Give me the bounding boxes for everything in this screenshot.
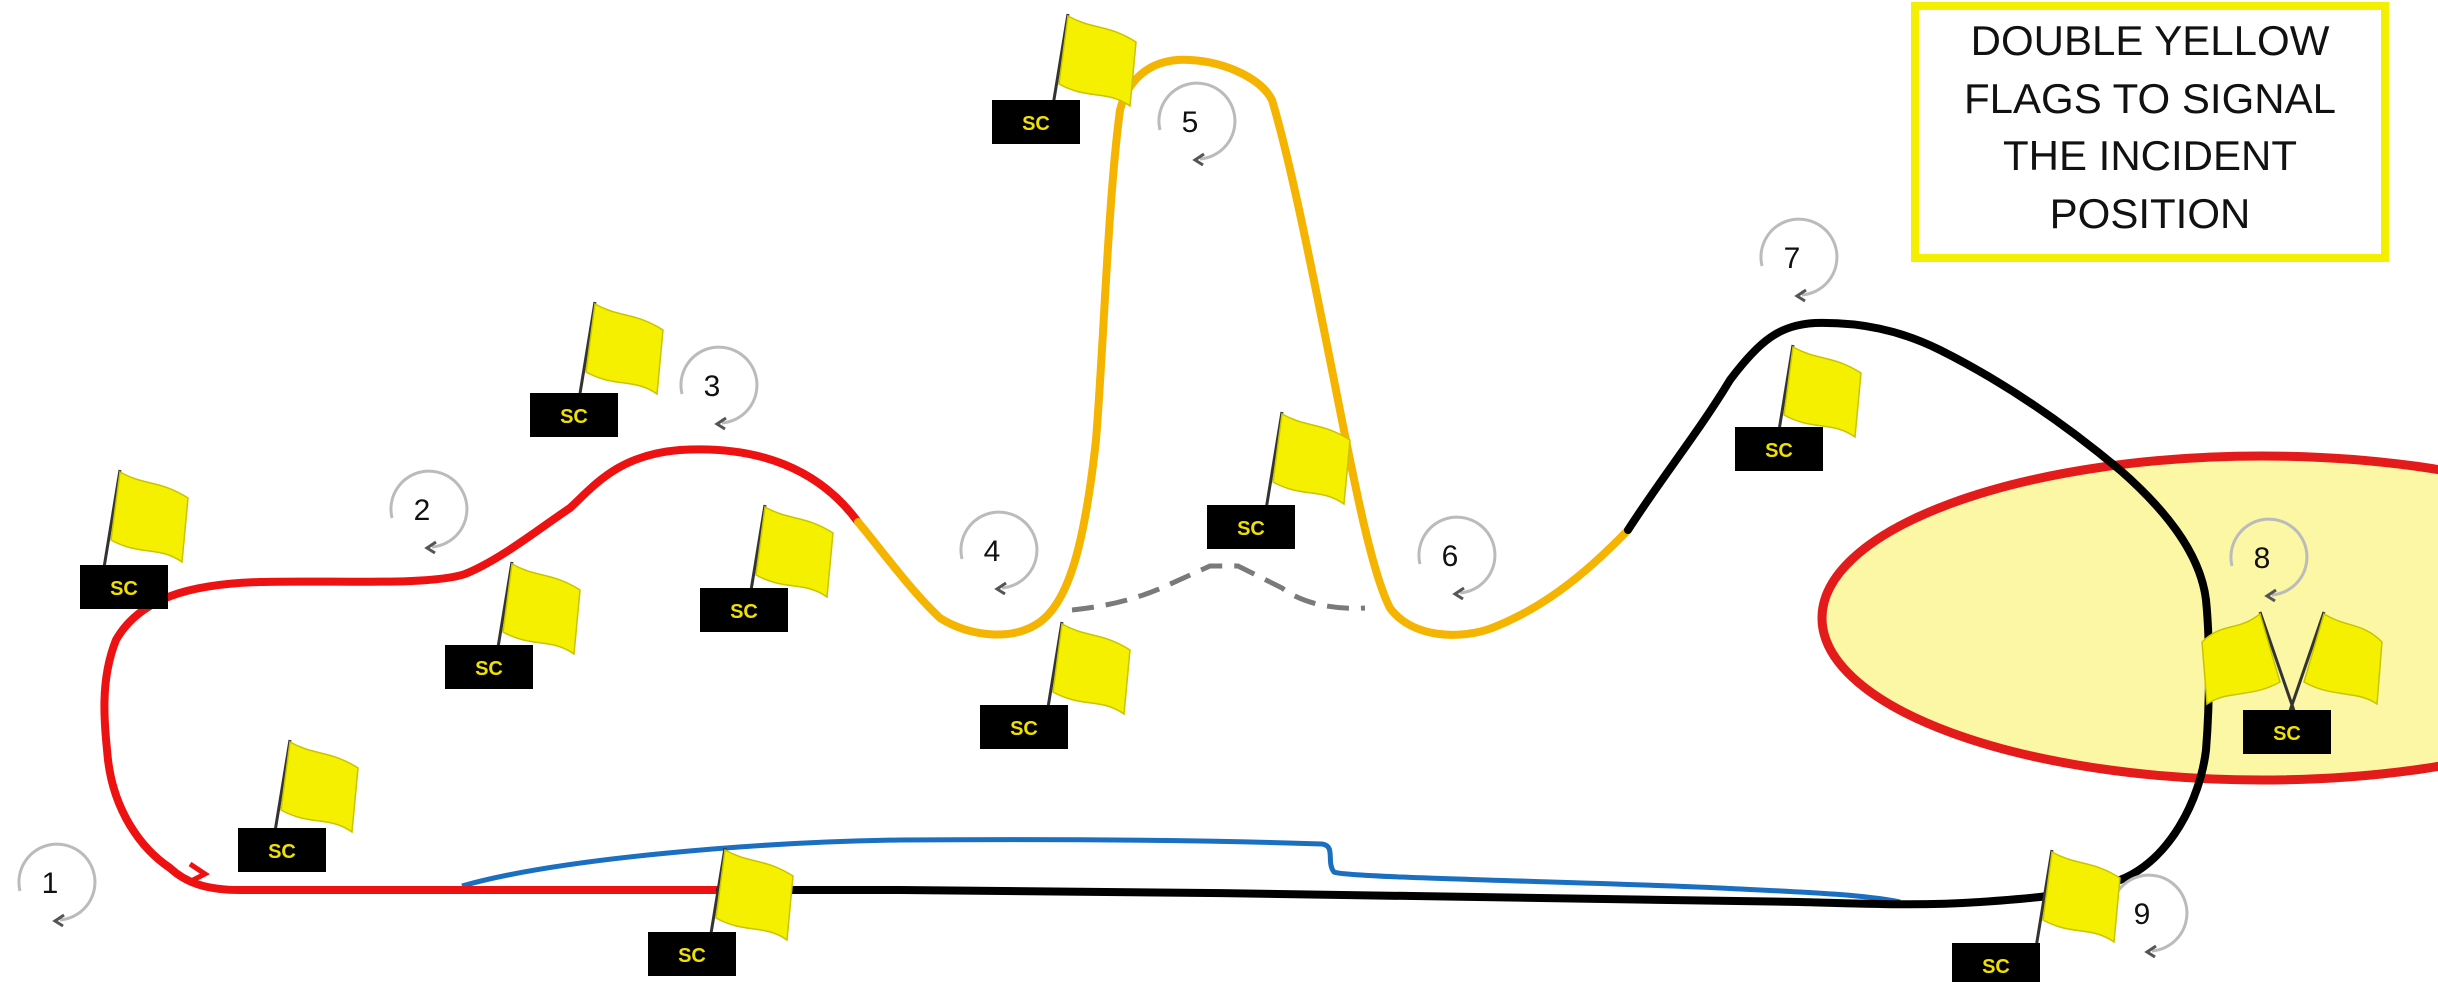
pit-lane — [461, 837, 1901, 905]
corner-marker-icon — [2229, 517, 2309, 597]
incident-marshal-post: SC — [2201, 611, 2383, 754]
marshal-post: SC — [1207, 411, 1351, 549]
corner-marker-3: 3 — [679, 345, 759, 431]
corner-number: 5 — [1182, 106, 1199, 139]
sc-board — [992, 100, 1080, 144]
corner-number: 1 — [42, 867, 59, 900]
marshal-post: SC — [530, 301, 664, 437]
sc-label: SC — [1982, 956, 2010, 978]
corner-arrow-icon — [714, 416, 727, 431]
corner-arrow-icon — [2264, 588, 2277, 603]
sc-label: SC — [268, 841, 296, 863]
yellow-flag-icon — [2030, 849, 2121, 973]
sc-label: SC — [1022, 113, 1050, 135]
legend-line-2: FLAGS TO SIGNAL — [1964, 75, 2336, 122]
corner-marker-4: 4 — [959, 510, 1039, 596]
marshal-post: SC — [1952, 849, 2121, 982]
corner-number: 6 — [1442, 540, 1459, 573]
corner-marker-icon — [389, 469, 469, 549]
chicane-shortcut — [1071, 563, 1366, 613]
corner-arrow-icon — [1794, 288, 1807, 303]
corner-marker-icon — [959, 510, 1039, 590]
corner-marker-1: 1 — [17, 842, 97, 928]
marshal-post: SC — [445, 561, 581, 689]
legend-box — [1911, 2, 2389, 262]
marshal-post: SC — [80, 469, 189, 609]
sc-label: SC — [2273, 723, 2301, 745]
corner-arrow-icon — [52, 913, 65, 928]
corner-marker-6: 6 — [1417, 515, 1497, 601]
legend-line-1: DOUBLE YELLOW — [1971, 17, 2330, 64]
sc-label: SC — [1237, 518, 1265, 540]
sc-board — [238, 828, 326, 872]
legend-line-4: POSITION — [2050, 190, 2251, 237]
sc-label: SC — [678, 945, 706, 967]
yellow-flag-icon — [1771, 344, 1862, 468]
corner-number: 3 — [704, 370, 721, 403]
sc-label: SC — [1765, 440, 1793, 462]
sc-label: SC — [475, 658, 503, 680]
corner-marker-5: 5 — [1157, 81, 1237, 167]
corner-arrow-icon — [2144, 944, 2157, 959]
corner-marker-2: 2 — [389, 469, 469, 555]
corner-marker-icon — [1417, 515, 1497, 595]
incident-zone — [1817, 451, 2438, 785]
corner-marker-icon — [1759, 217, 1839, 297]
sc-board — [1207, 505, 1295, 549]
marshal-post: SC — [700, 504, 834, 632]
sc-label: SC — [560, 406, 588, 428]
sc-board — [1735, 427, 1823, 471]
corner-marker-7: 7 — [1759, 217, 1839, 303]
corner-number: 9 — [2134, 898, 2151, 931]
sc-board — [648, 932, 736, 976]
corner-marker-9: 9 — [2109, 873, 2189, 959]
marshal-post: SC — [980, 621, 1131, 749]
legend: DOUBLE YELLOW FLAGS TO SIGNAL THE INCIDE… — [1911, 2, 2389, 262]
sc-board — [2243, 710, 2331, 754]
corner-number: 8 — [2254, 542, 2271, 575]
yellow-flag-icon — [743, 504, 834, 628]
corner-markers: 1 2 3 4 5 6 7 8 9 — [17, 81, 2309, 959]
marshal-post: SC — [1735, 344, 1862, 471]
sc-board — [80, 565, 168, 609]
marshal-posts: SC SC SC SC SC SC SC SC SC SC SC — [80, 13, 2121, 982]
corner-arrow-icon — [1192, 152, 1205, 167]
track-sector-yellow — [854, 55, 1632, 639]
corner-marker-icon — [679, 345, 759, 425]
corner-marker-8: 8 — [2229, 517, 2309, 603]
corner-number: 2 — [414, 494, 431, 527]
double-yellow-flag-icon — [2201, 611, 2383, 735]
sc-label: SC — [1010, 718, 1038, 740]
sc-label: SC — [730, 601, 758, 623]
sc-label: SC — [110, 578, 138, 600]
marshal-post: SC — [238, 739, 359, 872]
marshal-post: SC — [648, 847, 794, 976]
sc-board — [1952, 943, 2040, 982]
corner-arrow-icon — [1452, 586, 1465, 601]
legend-line-3: THE INCIDENT — [2003, 132, 2297, 179]
marshal-post: SC — [992, 13, 1137, 144]
corner-marker-icon — [1157, 81, 1237, 161]
corner-marker-icon — [17, 842, 97, 922]
sc-board — [700, 588, 788, 632]
corner-arrow-icon — [994, 581, 1007, 596]
corner-number: 4 — [984, 535, 1001, 568]
track-sector-red — [100, 445, 862, 894]
corner-number: 7 — [1784, 242, 1801, 275]
sc-board — [980, 705, 1068, 749]
sc-board — [445, 645, 533, 689]
corner-arrow-icon — [424, 540, 437, 555]
turn-1-arrow — [188, 861, 210, 883]
sc-board — [530, 393, 618, 437]
